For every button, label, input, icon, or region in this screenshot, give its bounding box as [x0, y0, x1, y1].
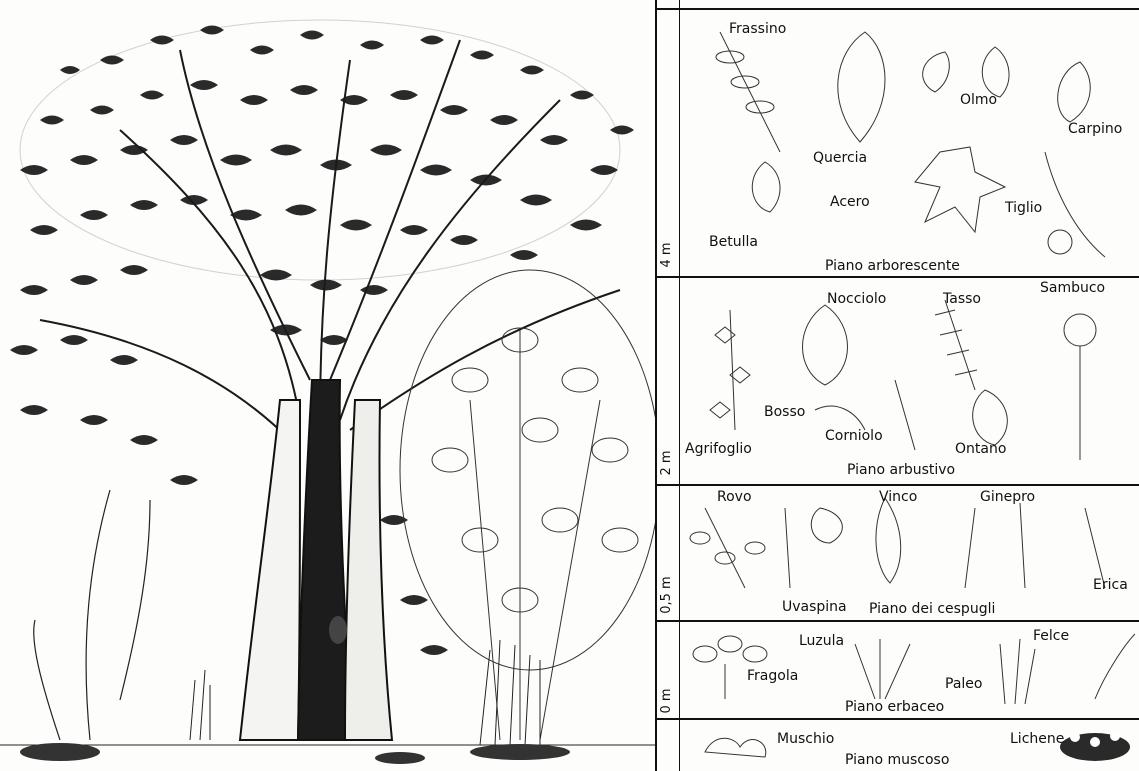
moss-patches [20, 743, 570, 764]
plant-label-olmo: Olmo [960, 92, 997, 108]
fern-left [34, 490, 150, 740]
plant-label-luzula: Luzula [799, 633, 844, 649]
frassino-leaf [720, 32, 780, 152]
shrub-outline [400, 270, 655, 740]
tiglio-bract [1045, 152, 1105, 257]
layer-divider [655, 620, 1139, 622]
height-label: 2 m [660, 443, 674, 483]
layer-name-erbaceo: Piano erbaceo [845, 699, 944, 715]
plant-label-uvaspina: Uvaspina [782, 599, 847, 615]
layer-name-arbustivo: Piano arbustivo [847, 462, 955, 478]
plant-label-fragola: Fragola [747, 668, 798, 684]
ginepro-branch [965, 508, 975, 588]
muschio-clump [705, 738, 766, 757]
plant-label-erica: Erica [1093, 577, 1128, 593]
bush-drawings [685, 488, 1135, 618]
layer-divider [655, 484, 1139, 486]
uvaspina-stem [785, 508, 790, 588]
forest-illustration [0, 0, 655, 771]
agrifoglio-stem [730, 310, 735, 430]
height-label: 0 m [660, 681, 674, 721]
shrub-leaf-drawings [685, 280, 1135, 482]
plant-label-paleo: Paleo [945, 676, 982, 692]
layer-name-cespugli: Piano dei cespugli [869, 601, 995, 617]
plant-label-carpino: Carpino [1068, 121, 1122, 137]
sambuco-flowers [1064, 314, 1096, 346]
plant-label-nocciolo: Nocciolo [827, 291, 886, 307]
height-scale-line [679, 0, 680, 771]
betulla-leaf [752, 162, 780, 212]
luzula-tuft [855, 639, 910, 699]
height-label: 0,5 m [660, 575, 674, 615]
plant-label-agrifoglio: Agrifoglio [685, 441, 752, 457]
felce-frond [1095, 634, 1135, 699]
plant-label-rovo: Rovo [717, 489, 752, 505]
olmo-leaf [923, 52, 950, 92]
height-label: 4 m [660, 235, 674, 275]
plant-label-vinco: Vinco [879, 489, 917, 505]
layer-divider [655, 8, 1139, 10]
vinco-leaf [876, 498, 901, 583]
tree-trunks [240, 380, 392, 740]
layer-name-muscoso: Piano muscoso [845, 752, 949, 768]
lichene-patch [1060, 731, 1130, 761]
plant-label-sambuco: Sambuco [1040, 280, 1105, 296]
plant-label-felce: Felce [1033, 628, 1069, 644]
corniolo-branch [895, 380, 915, 450]
acero-leaf [915, 147, 1005, 232]
ontano-leaf [973, 390, 1008, 445]
layer-name-arborescente: Piano arborescente [825, 258, 960, 274]
tasso-branch [945, 300, 975, 390]
bosso-branch [815, 406, 865, 430]
rovo-branch [705, 508, 745, 588]
plant-label-ginepro: Ginepro [980, 489, 1035, 505]
plant-label-tasso: Tasso [943, 291, 981, 307]
plant-label-ontano: Ontano [955, 441, 1006, 457]
quercia-leaf [838, 32, 885, 142]
fragola-leaf [693, 646, 717, 662]
plant-label-lichene: Lichene [1010, 731, 1064, 747]
erica-sprig [1085, 508, 1105, 588]
plant-label-bosso: Bosso [764, 404, 805, 420]
plant-label-tiglio: Tiglio [1005, 200, 1042, 216]
plant-label-quercia: Quercia [813, 150, 867, 166]
paleo-grass [1000, 639, 1035, 704]
plant-label-acero: Acero [830, 194, 870, 210]
plant-label-corniolo: Corniolo [825, 428, 883, 444]
panel-border [655, 0, 657, 771]
plant-label-betulla: Betulla [709, 234, 758, 250]
nocciolo-leaf [803, 305, 848, 385]
layer-divider [655, 718, 1139, 720]
carpino-leaf [1058, 62, 1091, 122]
plant-label-muschio: Muschio [777, 731, 834, 747]
layer-divider [655, 276, 1139, 278]
layer-panel: 4 m 2 m 0,5 m 0 m Frassino Quercia Olmo … [655, 0, 1139, 771]
plant-label-frassino: Frassino [729, 21, 786, 37]
